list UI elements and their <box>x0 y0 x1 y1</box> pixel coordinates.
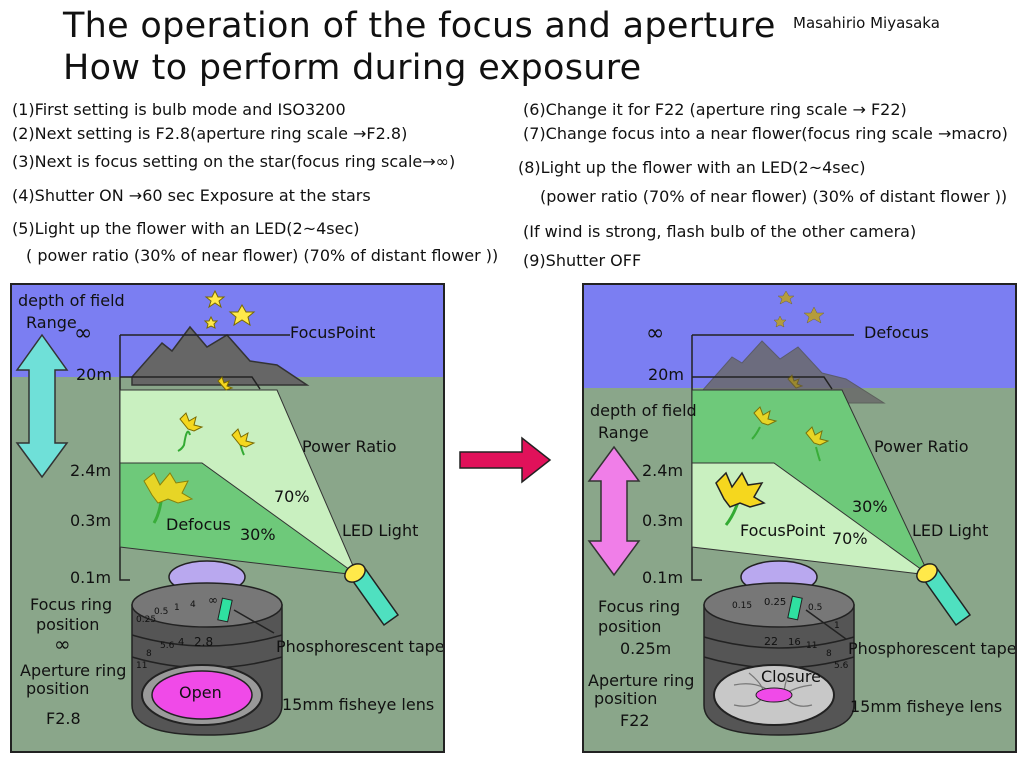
right-panel-drawing <box>584 285 1015 751</box>
focus-scale-1: 1 <box>174 603 180 613</box>
led-light-icon <box>916 563 972 627</box>
step-6: (6)Change it for F22 (aperture ring scal… <box>523 100 907 119</box>
distance-20m: 20m <box>76 365 112 384</box>
dof-label: depth of field <box>590 401 697 420</box>
focus-scale-1: 1 <box>834 621 840 631</box>
led-light-label: LED Light <box>342 521 419 540</box>
lens-icon <box>703 560 855 736</box>
step-5-ratio: ( power ratio (30% of near flower) (70% … <box>26 246 499 265</box>
distance-2-4m: 2.4m <box>70 461 112 480</box>
step-2: (2)Next setting is F2.8(aperture ring sc… <box>12 124 408 143</box>
blurred-stars-icon <box>773 290 825 328</box>
focus-scale-4: 4 <box>190 600 196 610</box>
lens-label: 15mm fisheye lens <box>282 695 435 714</box>
step-1: (1)First setting is bulb mode and ISO320… <box>12 100 346 119</box>
aperture-scale-5-6: 5.6 <box>834 661 849 671</box>
aperture-scale-5-6: 5.6 <box>160 641 175 651</box>
wind-note: (If wind is strong, flash bulb of the ot… <box>523 222 917 241</box>
aperture-scale-22: 22 <box>764 635 778 648</box>
near-percent: 30% <box>240 525 276 544</box>
aperture-position-label: position <box>26 679 90 698</box>
distance-20m: 20m <box>648 365 684 384</box>
transition-arrow <box>459 436 552 484</box>
author-name: Masahirio Miyasaka <box>793 14 940 32</box>
step-9: (9)Shutter OFF <box>523 251 642 270</box>
aperture-scale-11: 11 <box>136 661 148 671</box>
infinity-label: ∞ <box>646 321 665 346</box>
focus-scale-0-25: 0.25 <box>136 615 157 625</box>
depth-of-field-arrow <box>587 445 641 577</box>
aperture-value: F2.8 <box>46 709 81 728</box>
infinity-label: ∞ <box>74 321 93 346</box>
step-8-ratio: (power ratio (70% of near flower) (30% o… <box>540 187 1008 206</box>
distance-0-1m: 0.1m <box>642 568 684 587</box>
far-percent: 30% <box>852 497 888 516</box>
focus-scale-infinity: ∞ <box>208 593 218 607</box>
distance-2-4m: 2.4m <box>642 461 684 480</box>
range-label: Range <box>598 423 649 442</box>
focus-scale-0-5: 0.5 <box>808 603 823 613</box>
tape-label: Phosphorescent tape <box>848 639 1017 658</box>
depth-of-field-arrow <box>15 333 69 479</box>
aperture-scale-8: 8 <box>146 649 152 659</box>
step-7: (7)Change focus into a near flower(focus… <box>523 124 1008 143</box>
phosphorescent-tape-icon <box>217 597 233 623</box>
range-label: Range <box>26 313 77 332</box>
title-line-2: How to perform during exposure <box>63 48 642 88</box>
step-5: (5)Light up the flower with an LED(2~4se… <box>12 219 360 238</box>
dof-label: depth of field <box>18 291 125 310</box>
near-flower-icon <box>715 471 766 526</box>
aperture-ring-label: Aperture ring <box>588 671 695 690</box>
power-ratio-label: Power Ratio <box>874 437 969 456</box>
distant-flower-icon <box>177 376 256 456</box>
led-light-label: LED Light <box>912 521 989 540</box>
focus-scale-0-25: 0.25 <box>764 597 787 608</box>
power-ratio-label: Power Ratio <box>302 437 397 456</box>
stars-icon <box>203 289 256 329</box>
far-percent: 70% <box>274 487 310 506</box>
focus-value: ∞ <box>54 632 71 656</box>
distance-0-3m: 0.3m <box>642 511 684 530</box>
aperture-scale-8: 8 <box>826 649 832 659</box>
focus-ring-label: Focus ring <box>598 597 681 616</box>
near-percent: 70% <box>832 529 868 548</box>
lens-label: 15mm fisheye lens <box>850 697 1003 716</box>
step-3: (3)Next is focus setting on the star(foc… <box>12 152 456 171</box>
focus-point-label: FocusPoint <box>290 323 376 342</box>
aperture-value: F22 <box>620 711 650 730</box>
iris-label: Open <box>179 683 222 702</box>
step-8: (8)Light up the flower with an LED(2~4se… <box>518 158 866 177</box>
iris-closed-icon <box>755 687 793 703</box>
lens-icon <box>131 560 283 736</box>
focus-scale-0-5: 0.5 <box>154 607 169 617</box>
focus-value: 0.25m <box>620 639 672 658</box>
defocus-top-label: Defocus <box>864 323 929 342</box>
focus-position-label: position <box>36 615 100 634</box>
phosphorescent-tape-icon <box>787 595 803 621</box>
aperture-scale-11: 11 <box>806 641 818 651</box>
focus-position-label: position <box>598 617 662 636</box>
aperture-scale-4: 4 <box>178 637 185 648</box>
right-panel: ∞ Defocus 20m depth of field Range Power… <box>582 283 1017 753</box>
title-line-1: The operation of the focus and aperture <box>63 6 776 46</box>
defocus-label: Defocus <box>166 515 231 534</box>
led-light-icon <box>344 563 400 627</box>
distance-0-3m: 0.3m <box>70 511 112 530</box>
aperture-position-label: position <box>594 689 658 708</box>
step-4: (4)Shutter ON →60 sec Exposure at the st… <box>12 186 371 205</box>
focus-scale-0-15: 0.15 <box>732 601 753 611</box>
tape-label: Phosphorescent tape <box>276 637 445 656</box>
left-panel: depth of field Range ∞ FocusPoint 20m Po… <box>10 283 445 753</box>
distant-flower-icon <box>751 374 830 462</box>
aperture-ring-label: Aperture ring <box>20 661 127 680</box>
focus-point-label: FocusPoint <box>740 521 826 540</box>
aperture-scale-2-8: 2.8 <box>194 635 214 649</box>
aperture-scale-16: 16 <box>788 637 801 648</box>
left-panel-drawing <box>12 285 443 751</box>
near-flower-icon <box>143 472 194 524</box>
iris-open-icon <box>151 670 253 720</box>
iris-label: Closure <box>761 667 821 686</box>
distance-0-1m: 0.1m <box>70 568 112 587</box>
focus-ring-label: Focus ring <box>30 595 113 614</box>
